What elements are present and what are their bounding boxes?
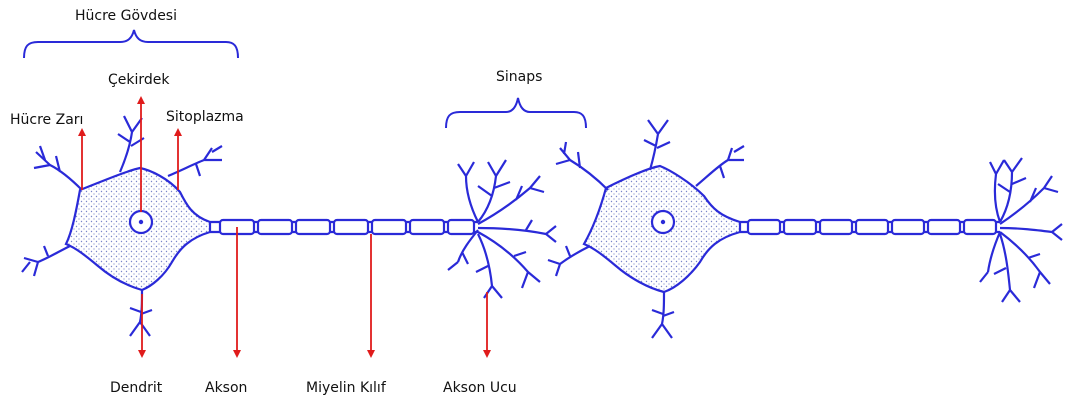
label-nucleus: Çekirdek — [108, 72, 170, 88]
synapse-brace — [446, 98, 586, 128]
label-synapse: Sinaps — [496, 69, 542, 85]
label-cytoplasm: Sitoplazma — [166, 109, 244, 125]
label-axon-terminal: Akson Ucu — [443, 380, 517, 396]
label-myelin-sheath: Miyelin Kılıf — [306, 380, 387, 396]
dendrite-1a — [34, 146, 82, 190]
cell-body-brace — [24, 30, 238, 58]
dendrite-2a — [556, 142, 608, 190]
myelin-segments-2 — [748, 220, 996, 234]
dendrite-1d — [22, 246, 70, 276]
dendrite-2b — [644, 120, 670, 170]
dendrite-2d — [548, 246, 590, 276]
dendrite-2c — [696, 146, 744, 186]
label-axon: Akson — [205, 380, 247, 396]
dendrite-1c — [168, 146, 222, 176]
myelin-segments-1 — [220, 220, 474, 234]
dendrite-1e — [130, 290, 152, 336]
label-cell-body: Hücre Gövdesi — [75, 8, 177, 24]
neuron-1 — [22, 116, 556, 336]
neuron-2 — [548, 120, 1062, 338]
dendrite-2e — [652, 292, 674, 338]
label-cell-membrane: Hücre Zarı — [10, 112, 83, 128]
label-dendrite: Dendrit — [110, 380, 163, 396]
